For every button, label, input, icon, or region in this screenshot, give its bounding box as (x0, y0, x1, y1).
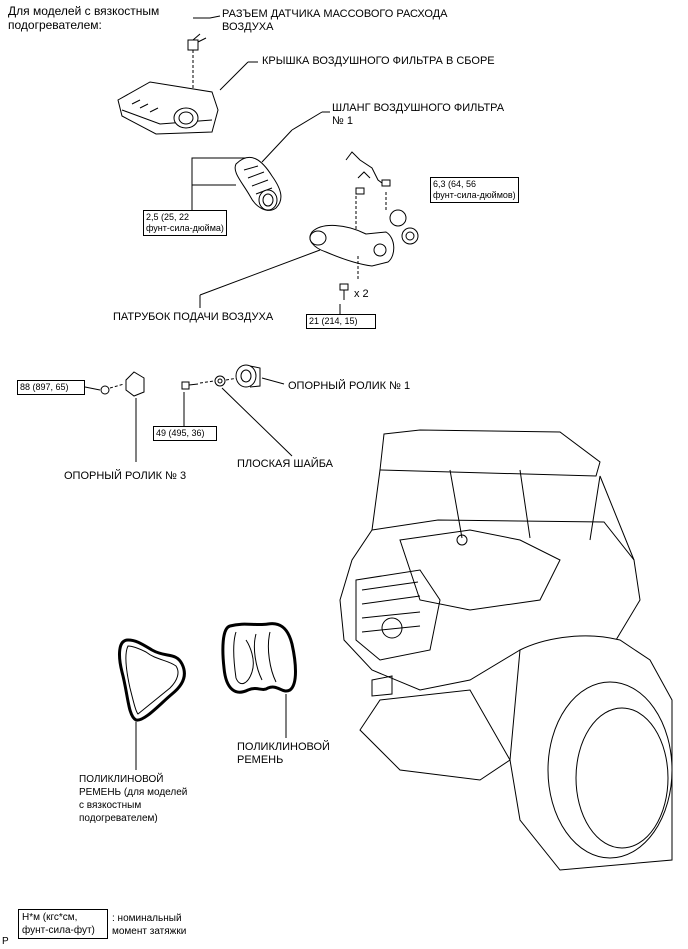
maf-connector-icon (187, 33, 207, 51)
torque-right-clamp: 6,3 (64, 56 фунт-сила-дюймов) (430, 177, 519, 203)
torque-legend-box-line-1: Н*м (кгс*см, (22, 912, 78, 923)
wire-harness-icon (345, 151, 391, 195)
bolt-icon (181, 381, 199, 390)
bolt-icon (339, 283, 349, 300)
v-ribbed-belt-viscous-label-line-1: ПОЛИКЛИНОВОЙ (79, 774, 164, 785)
air-hose-icon (234, 156, 282, 211)
header-line-1: Для моделей с вязкостным (8, 4, 160, 18)
flat-washer-icon (214, 375, 226, 387)
air-hose-label: ШЛАНГ ВОЗДУШНОГО ФИЛЬТРА № 1 (332, 102, 504, 128)
bolt-count-label: x 2 (354, 288, 369, 300)
air-intake-pipe-icon (309, 225, 395, 267)
v-ribbed-belt-viscous-label-line-3: с вязкостным (79, 800, 142, 811)
idler-no1-label: ОПОРНЫЙ РОЛИК № 1 (288, 380, 411, 392)
header-line-2: подогревателем: (8, 18, 102, 32)
maf-connector-label-line-1: РАЗЪЕМ ДАТЧИКА МАССОВОГО РАСХОДА (222, 8, 448, 20)
v-ribbed-belt-label-line-1: ПОЛИКЛИНОВОЙ (237, 741, 330, 753)
air-hose-label-line-1: ШЛАНГ ВОЗДУШНОГО ФИЛЬТРА (332, 102, 505, 114)
torque-hose-clamp-line-1: 2,5 (25, 22 (146, 212, 190, 222)
hose-clamp-icon (389, 209, 419, 245)
torque-legend-box: Н*м (кгс*см, фунт-сила-фут) (18, 909, 108, 939)
idler-no3-label: ОПОРНЫЙ РОЛИК № 3 (64, 470, 187, 482)
v-ribbed-belt-label: ПОЛИКЛИНОВОЙ РЕМЕНЬ (237, 741, 330, 767)
air-cleaner-cap-icon (117, 81, 219, 135)
torque-right-clamp-line-1: 6,3 (64, 56 (433, 179, 477, 189)
torque-idler3-bolt: 88 (897, 65) (17, 380, 85, 395)
torque-idler1-bolt: 49 (495, 36) (153, 426, 217, 441)
maf-connector-label: РАЗЪЕМ ДАТЧИКА МАССОВОГО РАСХОДА ВОЗДУХА (222, 8, 447, 34)
vehicle-front-icon (339, 429, 673, 871)
v-ribbed-belt-label-line-2: РЕМЕНЬ (237, 754, 284, 766)
torque-legend-text-line-1: : номинальный (112, 913, 182, 924)
v-ribbed-belt-icon (221, 622, 297, 694)
torque-right-clamp-line-2: фунт-сила-дюймов) (433, 190, 516, 200)
idler-no1-icon (235, 364, 261, 388)
torque-pipe-bolt: 21 (214, 15) (306, 314, 376, 329)
idler-no3-icon (100, 371, 145, 397)
torque-legend-box-line-2: фунт-сила-фут) (22, 925, 95, 936)
models-header: Для моделей с вязкостным подогревателем: (8, 4, 159, 32)
v-ribbed-belt-viscous-label-line-2: РЕМЕНЬ (для моделей (79, 787, 188, 798)
air-hose-label-line-2: № 1 (332, 115, 353, 127)
torque-hose-clamp: 2,5 (25, 22 фунт-сила-дюйма) (143, 210, 227, 236)
corner-mark: P (2, 936, 9, 947)
torque-legend-text-line-2: момент затяжки (112, 926, 187, 937)
maf-connector-label-line-2: ВОЗДУХА (222, 21, 274, 33)
flat-washer-label: ПЛОСКАЯ ШАЙБА (237, 458, 334, 470)
air-cleaner-cap-label: КРЫШКА ВОЗДУШНОГО ФИЛЬТРА В СБОРЕ (262, 55, 495, 67)
air-intake-pipe-label: ПАТРУБОК ПОДАЧИ ВОЗДУХА (113, 311, 274, 323)
v-ribbed-belt-viscous-label: ПОЛИКЛИНОВОЙ РЕМЕНЬ (для моделей с вязко… (79, 773, 187, 825)
v-ribbed-belt-viscous-icon (118, 638, 186, 722)
v-ribbed-belt-viscous-label-line-4: подогревателем) (79, 813, 158, 824)
torque-legend-text: : номинальный момент затяжки (112, 912, 186, 938)
torque-hose-clamp-line-2: фунт-сила-дюйма) (146, 223, 224, 233)
